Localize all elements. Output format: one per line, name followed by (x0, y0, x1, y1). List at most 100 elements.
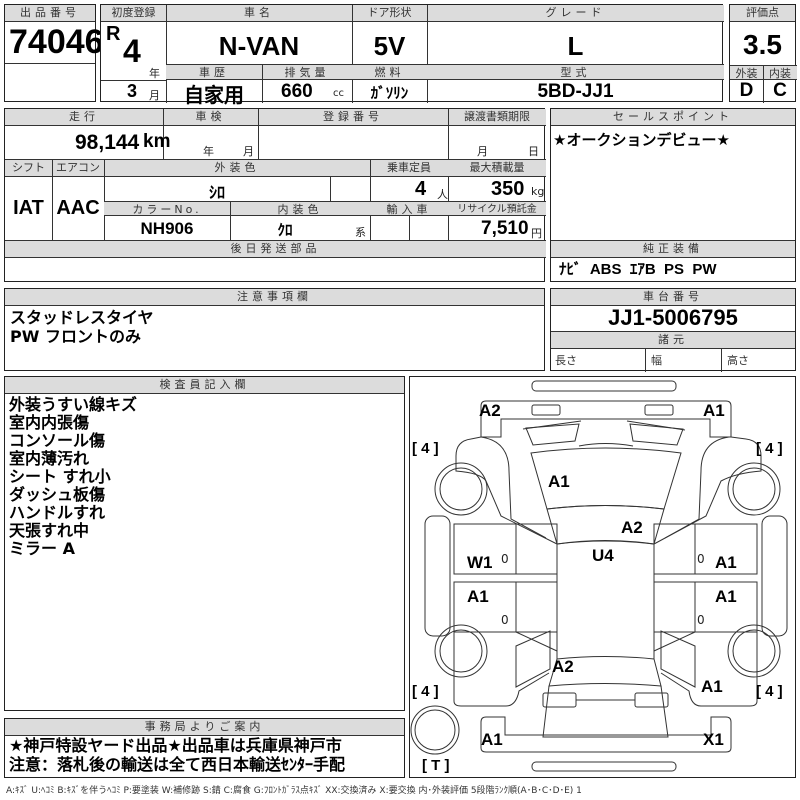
first-reg-year: 4 (123, 33, 141, 69)
first-reg-era: R (106, 23, 121, 45)
details-box: 走行 車検 登録番号 譲渡書類期限 98,144 km 年 月 月 日 シフト … (4, 108, 546, 282)
mark-windshield: A2 (621, 518, 643, 537)
mark-rear-bumper-right: X1 (703, 730, 724, 749)
exterior-label: 外装 (730, 65, 763, 80)
first-reg-month: 3 (127, 81, 138, 101)
chassis-box: 車台番号 JJ1-5006795 諸元 長さ 幅 高さ (550, 288, 796, 372)
mark-front-bumper-left: A2 (479, 401, 501, 420)
tire-fr-grade: [ 4 ] (756, 440, 783, 457)
specs-label: 諸元 (551, 331, 795, 349)
capacity-value: 4 (415, 178, 427, 200)
spec-height-label: 高さ (727, 354, 749, 367)
equipment-value: ﾅﾋﾞ ABS ｴｱB PS PW (559, 261, 717, 278)
door-label: ドア形状 (352, 5, 427, 22)
capacity-label: 乗車定員 (370, 160, 448, 177)
displacement-label: 排気量 (262, 65, 352, 80)
model-label: 型式 (427, 65, 724, 80)
interior-score: C (773, 80, 787, 101)
notes-line-2: PW フロントのみ (10, 327, 141, 346)
mark-rear-bumper-left: A1 (481, 730, 503, 749)
score-value: 3.5 (743, 29, 782, 60)
max-load-value: 350 (491, 178, 525, 200)
office-label: 事務局よりご案内 (5, 719, 404, 736)
lot-number-value: 74046 (9, 23, 104, 61)
mark-zero-rl: 0 (501, 613, 509, 627)
mark-front-door-right: A1 (715, 553, 737, 572)
recycle-unit: 円 (531, 227, 542, 240)
office-line-1: ★神戸特設ヤード出品★出品車は兵庫県神戸市 (9, 736, 342, 755)
recycle-label: リサイクル預託金 (448, 201, 546, 216)
car-name-value: N-VAN (218, 31, 300, 61)
mark-zero-rr: 0 (697, 613, 705, 627)
aircon-value: AAC (56, 197, 100, 219)
shift-label: シフト (5, 160, 52, 177)
sales-point-label: セールスポイント (551, 109, 795, 126)
lot-number-box: 出品番号 74046 (4, 4, 104, 102)
mark-hood: A1 (548, 472, 570, 491)
inspector-line-4: 室内薄汚れ (9, 449, 90, 468)
inspector-line-2: 室内内張傷 (9, 413, 90, 432)
transfer-month-unit: 月 (477, 145, 488, 158)
mark-rear-door-left: A1 (467, 587, 489, 606)
inspection-year-unit: 年 (203, 145, 214, 158)
recycle-value: 7,510 (481, 218, 529, 239)
int-color-unit: 系 (355, 226, 366, 239)
transfer-day-unit: 日 (528, 145, 539, 158)
mileage-unit: km (143, 131, 171, 152)
spare-tire-grade: [ T ] (422, 757, 450, 774)
fuel-label: 燃料 (352, 65, 427, 80)
office-box: 事務局よりご案内 ★神戸特設ヤード出品★出品車は兵庫県神戸市 注意：落札後の輸送… (4, 718, 405, 778)
spec-length-label: 長さ (555, 354, 577, 367)
inspection-month-unit: 月 (243, 145, 254, 158)
first-reg-label: 初度登録 (101, 5, 166, 22)
month-unit: 月 (149, 89, 160, 102)
tire-rr-grade: [ 4 ] (756, 683, 783, 700)
int-color-value: ｸﾛ (277, 221, 293, 239)
mileage-label: 走行 (5, 109, 163, 126)
max-load-label: 最大積載量 (448, 160, 546, 177)
ext-color-value: ｼﾛ (208, 183, 225, 202)
displacement-value: 660 (281, 81, 313, 102)
notes-label: 注意事項欄 (5, 289, 544, 306)
damage-code-legend: A:ｷｽﾞ U:ﾍｺﾐ B:ｷｽﾞを伴うﾍｺﾐ P:要塗装 W:補修跡 S:錆 … (6, 786, 582, 796)
transfer-deadline-label: 譲渡書類期限 (448, 109, 546, 126)
inspector-line-1: 外装うすい線キズ (9, 395, 138, 414)
mark-zero-fl: 0 (501, 552, 509, 566)
fuel-value: ｶﾞｿﾘﾝ (370, 84, 409, 102)
mark-roof: U4 (592, 546, 614, 565)
ext-color-label: 外装色 (104, 160, 370, 177)
tire-fl-grade: [ 4 ] (412, 440, 439, 457)
notes-box: 注意事項欄 スタッドレスタイヤ PW フロントのみ (4, 288, 545, 371)
spec-width-label: 幅 (651, 354, 662, 367)
score-label: 評価点 (730, 5, 795, 22)
chassis-value: JJ1-5006795 (608, 305, 738, 330)
grade-label: グレード (427, 5, 724, 22)
inspection-label: 車検 (163, 109, 258, 126)
mark-rear-quarter-right: A1 (701, 677, 723, 696)
inspector-line-7: ハンドルすれ (9, 503, 106, 522)
int-color-label: 内装色 (230, 201, 370, 216)
max-load-unit: kg (531, 185, 545, 198)
inspector-line-9: ミラー A (9, 539, 75, 558)
inspector-line-5: シート すれ小 (9, 467, 111, 486)
inspector-label: 検査員記入欄 (5, 377, 404, 394)
inspector-line-8: 天張すれ中 (9, 521, 90, 540)
interior-label: 内装 (763, 65, 797, 80)
import-label: 輸入車 (370, 201, 448, 216)
exterior-score: D (739, 80, 754, 101)
equipment-label: 純正装備 (551, 241, 795, 258)
aircon-label: エアコン (52, 160, 104, 177)
color-no-label: カラーNo. (104, 201, 230, 216)
model-value: 5BD-JJ1 (537, 81, 614, 102)
vehicle-info-box: 初度登録 車名 ドア形状 グレード R 4 年 N-VAN 5V L 車歴 排気… (100, 4, 724, 107)
sales-point-box: セールスポイント ★オークションデビュー★ 純正装備 ﾅﾋﾞ ABS ｴｱB P… (550, 108, 796, 282)
grade-value: L (567, 31, 584, 61)
inspector-line-3: コンソール傷 (9, 431, 106, 450)
door-value: 5V (373, 31, 406, 61)
lot-number-label: 出品番号 (5, 5, 95, 22)
capacity-unit: 人 (437, 188, 448, 201)
year-unit: 年 (149, 67, 160, 80)
later-parts-label: 後日発送部品 (5, 241, 546, 258)
history-value: 自家用 (184, 83, 244, 107)
tire-rl-grade: [ 4 ] (412, 683, 439, 700)
